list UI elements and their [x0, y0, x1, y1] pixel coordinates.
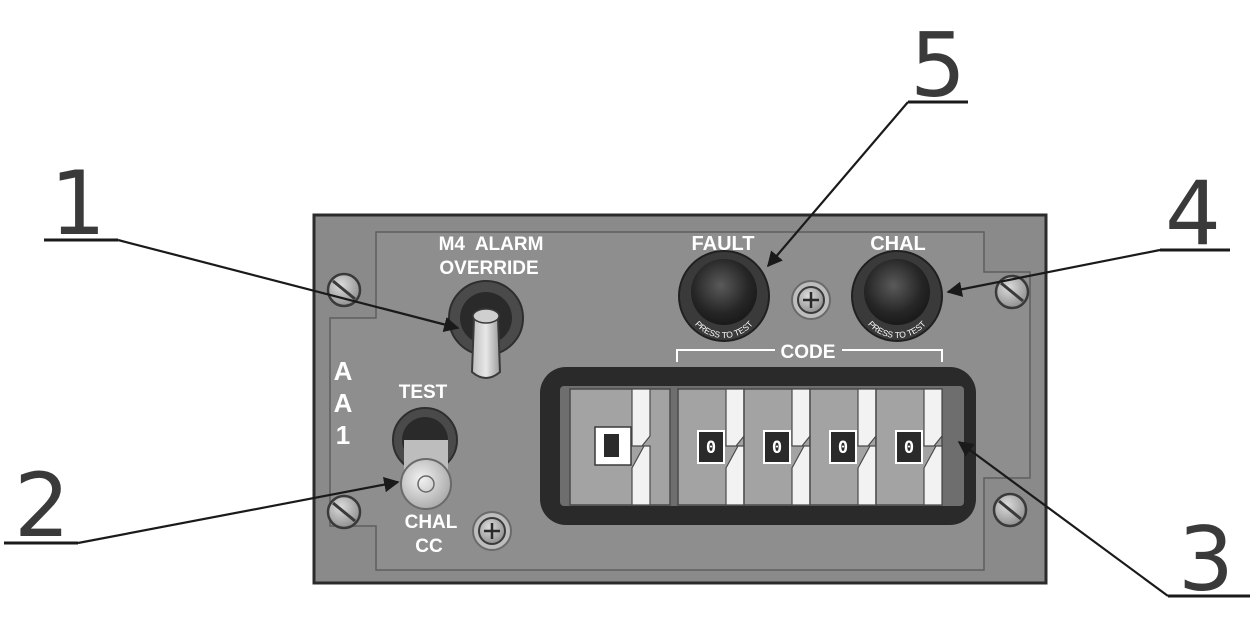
- callout-leaders: [4, 100, 1250, 598]
- code-digit-window: [829, 430, 857, 464]
- callout-4-leader: [946, 248, 1161, 297]
- code-digit-wheel-3[interactable]: 0: [809, 388, 877, 506]
- callout-number-5: 5: [910, 14, 966, 117]
- code-digit-value: 0: [904, 438, 914, 458]
- code-digit-window: [763, 430, 791, 464]
- callout-number-4: 4: [1165, 162, 1221, 265]
- fault-label: FAULT: [692, 233, 755, 255]
- code-digit-wheel-1[interactable]: 0: [677, 388, 745, 506]
- code-digit-wheel-4[interactable]: 0: [875, 388, 943, 506]
- code-digit-value: 0: [706, 438, 716, 458]
- code-digit-window: [697, 430, 725, 464]
- code-digit-value: 0: [772, 438, 782, 458]
- callout-1-leader: [117, 238, 460, 332]
- corner-screw-bottom-right: [992, 492, 1028, 528]
- callout-2-leader: [77, 477, 400, 545]
- test-label: TEST: [399, 382, 448, 403]
- code-bracket: [676, 349, 943, 362]
- callout-5-leader: [767, 101, 909, 268]
- chal-label: CHAL: [405, 512, 458, 533]
- code-digit-wheels: 0 0 0 0: [677, 388, 943, 506]
- fault-indicator-light[interactable]: PRESS TO TEST: [678, 250, 770, 342]
- side-label-char-1: A: [334, 356, 353, 386]
- phillips-screw-center: [791, 280, 831, 320]
- corner-screw-bottom-left: [326, 494, 362, 530]
- code-digit-wheel-2[interactable]: 0: [743, 388, 811, 506]
- switch-label-line1: M4 ALARM: [439, 234, 544, 255]
- code-digit-window: [895, 430, 923, 464]
- callout-number-1: 1: [50, 152, 106, 255]
- callout-number-3: 3: [1178, 508, 1234, 611]
- code-mode-switch[interactable]: [569, 388, 671, 506]
- code-digit-lever[interactable]: [923, 388, 943, 506]
- code-digit-value: 0: [838, 438, 848, 458]
- test-chal-cc-button[interactable]: [392, 407, 458, 510]
- switch-label-line2: OVERRIDE: [439, 258, 538, 279]
- code-label: CODE: [781, 342, 836, 363]
- callout-3-leader: [957, 441, 1169, 597]
- chal-indicator-light[interactable]: PRESS TO TEST: [851, 250, 943, 342]
- corner-screw-top-right: [994, 274, 1030, 310]
- corner-screw-top-left: [326, 272, 362, 308]
- side-label-char-2: A: [334, 388, 353, 418]
- chal-light-label: CHAL: [870, 233, 926, 255]
- cc-label: CC: [415, 536, 443, 557]
- phillips-screw-bottom: [472, 511, 512, 551]
- callout-number-2: 2: [14, 454, 70, 557]
- side-label-char-3: 1: [336, 420, 350, 450]
